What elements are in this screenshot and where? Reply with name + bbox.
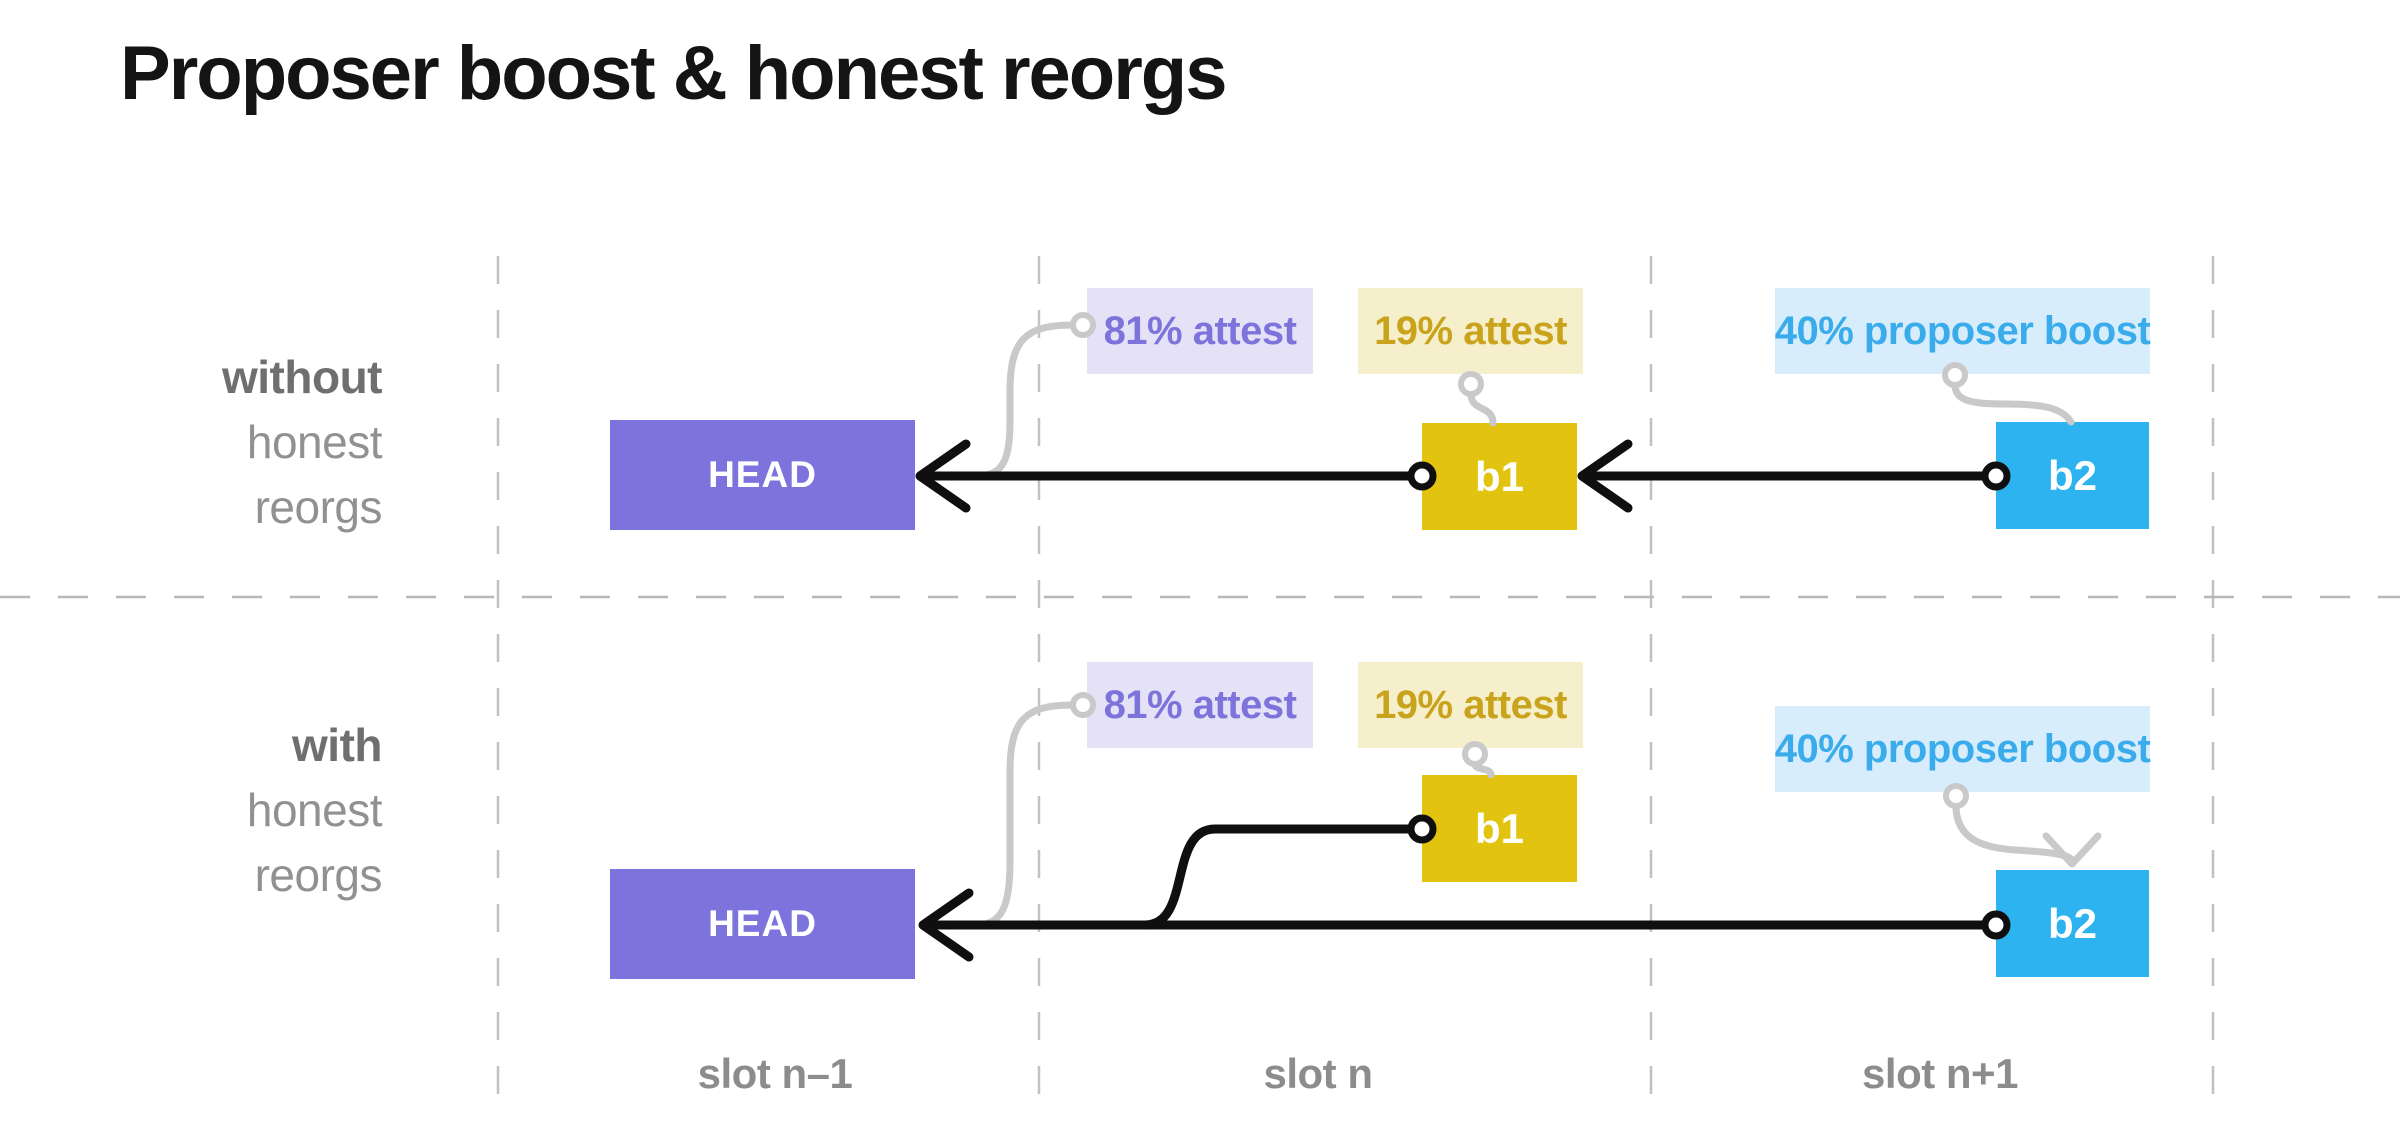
scenario-with-line1: with [292,719,382,771]
scenario-with-line3: reorgs [254,849,383,901]
slot-label-n: slot n [1263,1050,1374,1097]
annotation-40-boost-with-text: 40% proposer boost [1774,726,2151,771]
block-b2-with-label: b2 [2047,899,2097,947]
slot-label-n-minus-1: slot n–1 [697,1050,853,1097]
annotation-19-attest-without: 19% attest [1358,288,1583,374]
scenario-without-line2: honest [246,416,383,468]
arrowhead-left-icon [1577,439,1633,513]
slot-label-n-plus-1: slot n+1 [1862,1050,2018,1097]
annotation-19-attest-without-text: 19% attest [1374,308,1567,353]
scenario-without-line3: reorgs [254,481,383,533]
arrowhead-left-icon [918,888,974,962]
block-head-without-label: HEAD [708,454,817,495]
annotation-81-attest-with: 81% attest [1087,662,1313,748]
block-b2-with: b2 [1996,870,2149,977]
block-b1-with-label: b1 [1474,804,1524,852]
scenario-without-label: without honest reorgs [90,345,383,540]
block-b1-without-label: b1 [1474,452,1524,500]
arrowhead-left-icon [915,439,971,513]
annotation-19-attest-with: 19% attest [1358,662,1583,748]
block-b1-without: b1 [1422,423,1577,530]
block-head-with-label: HEAD [708,903,817,944]
scenario-with-label: with honest reorgs [90,713,383,908]
annotation-81-attest-with-text: 81% attest [1103,682,1297,727]
scenario-without-line1: without [222,351,383,403]
block-head-without: HEAD [610,420,915,530]
annotation-81-attest-without-text: 81% attest [1103,308,1297,353]
slot-boundary-lines [496,256,2215,1120]
block-b1-with: b1 [1422,775,1577,882]
block-head-with: HEAD [610,869,915,979]
annotation-40-boost-without: 40% proposer boost [1774,288,2151,374]
annotation-40-boost-with: 40% proposer boost [1774,706,2151,792]
block-b2-without: b2 [1996,422,2149,529]
block-b2-without-label: b2 [2047,451,2097,499]
gray-arrowhead-down-icon [2042,832,2102,868]
annotation-19-attest-with-text: 19% attest [1374,682,1567,727]
page-title: Proposer boost & honest reorgs [120,31,1227,116]
annotation-81-attest-without: 81% attest [1087,288,1313,374]
scenario-with-line2: honest [246,784,383,836]
annotation-40-boost-without-text: 40% proposer boost [1774,308,2151,353]
